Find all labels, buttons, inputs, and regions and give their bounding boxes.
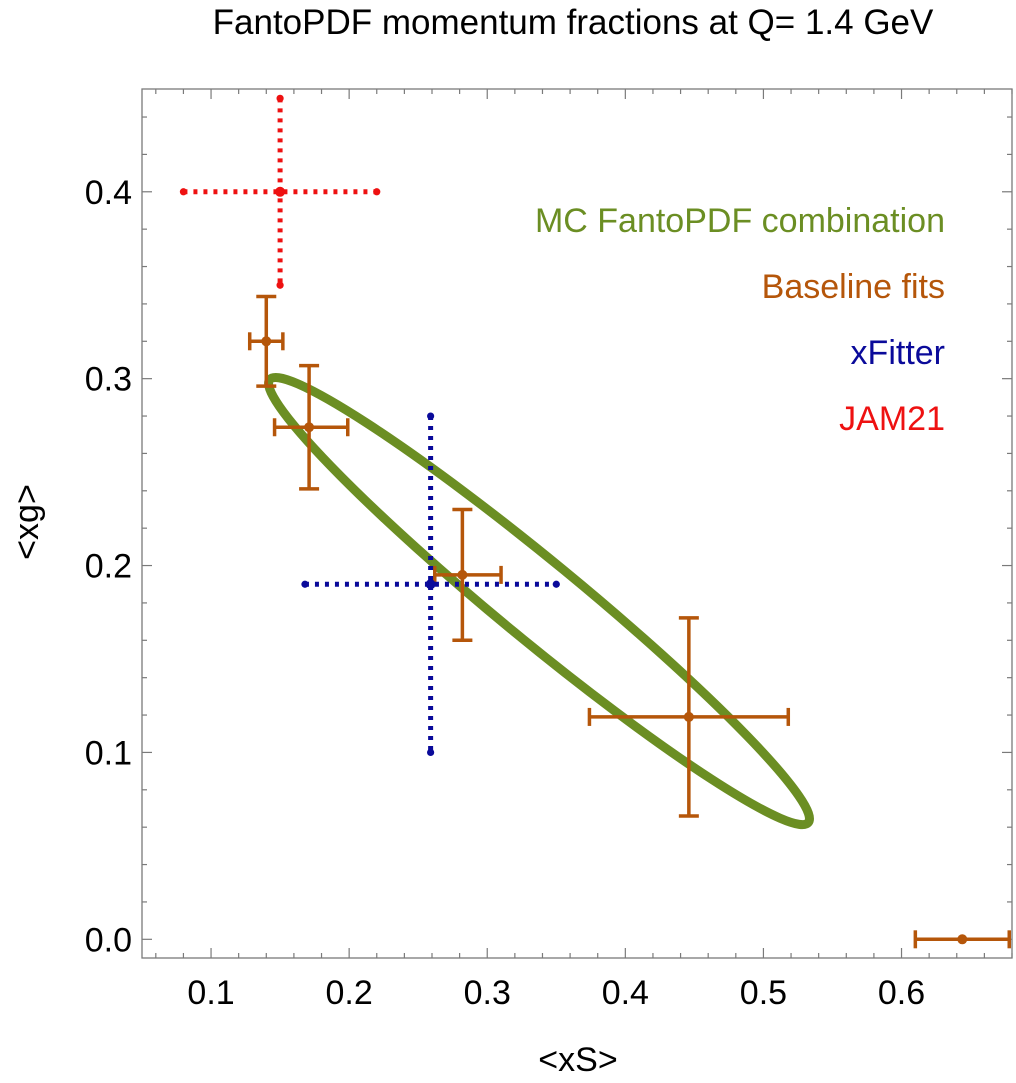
series-jam21: [179, 94, 381, 289]
data-point: [304, 422, 315, 433]
x-tick-labels: 0.1 0.2 0.3 0.4 0.5 0.6: [187, 974, 925, 1012]
error-bar-end: [301, 580, 309, 588]
series-layer: [179, 94, 1011, 949]
error-bar-end: [276, 94, 284, 102]
x-tick-label: 0.2: [326, 974, 373, 1012]
y-tick-label: 0.1: [85, 734, 132, 772]
error-bar-end: [373, 188, 381, 196]
x-axis-label: <xS>: [538, 1041, 617, 1079]
legend-label-mc-fantopdf-combination: MC FantoPDF combination: [535, 202, 945, 240]
y-tick-label: 0.3: [85, 361, 132, 399]
x-tick-label: 0.5: [740, 974, 787, 1012]
y-axis-label: <xg>: [8, 484, 46, 560]
data-point: [425, 579, 436, 590]
series-baseline-fits: [247, 294, 1011, 949]
data-point: [957, 934, 968, 945]
legend-label-xfitter: xFitter: [851, 334, 945, 372]
error-bar-end: [276, 281, 284, 289]
error-bar-end: [179, 188, 188, 196]
axis-ticks: [142, 89, 1013, 958]
error-bar-end: [552, 580, 560, 588]
x-tick-label: 0.3: [464, 974, 511, 1012]
legend: MC FantoPDF combination Baseline fits xF…: [535, 202, 945, 438]
error-bar-end: [427, 412, 435, 420]
data-point: [683, 711, 694, 722]
y-tick-label: 0.2: [85, 548, 132, 586]
data-point: [261, 336, 272, 347]
chart-title: FantoPDF momentum fractions at Q= 1.4 Ge…: [213, 3, 934, 42]
plot-frame: [141, 88, 1013, 959]
x-tick-label: 0.1: [187, 974, 234, 1012]
legend-label-jam21: JAM21: [839, 400, 945, 438]
data-point: [275, 186, 286, 197]
combination-ellipse: [264, 372, 814, 830]
y-tick-label: 0.4: [85, 174, 132, 212]
combination-ellipse-layer: [264, 372, 814, 830]
data-point: [457, 569, 468, 580]
error-bar-end: [427, 748, 435, 757]
series-xfitter: [301, 412, 560, 757]
x-tick-label: 0.6: [878, 974, 925, 1012]
y-tick-label: 0.0: [85, 921, 132, 959]
x-tick-label: 0.4: [602, 974, 649, 1012]
y-tick-labels: 0.0 0.1 0.2 0.3 0.4: [85, 174, 132, 960]
legend-label-baseline-fits: Baseline fits: [762, 268, 945, 306]
